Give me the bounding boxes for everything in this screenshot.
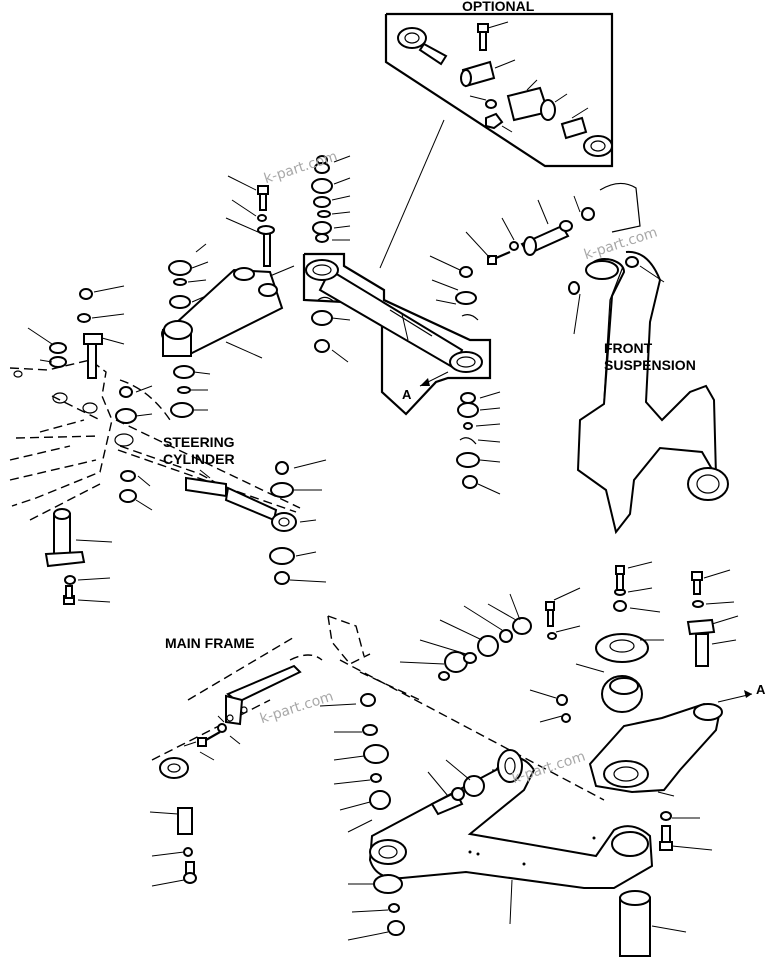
a-arm-pin [427, 759, 498, 816]
knuckle-assembly [529, 561, 753, 851]
left-lower-pin [44, 508, 113, 605]
reference-mark-a-right: A [756, 682, 765, 697]
a-arm-upper-stack [399, 593, 532, 681]
left-cylinder-stack [115, 385, 153, 424]
upper-link-arm [161, 243, 295, 359]
front-suspension-casting [568, 182, 729, 535]
arm-bolt [225, 175, 275, 267]
reference-mark-a-center: A [402, 387, 412, 402]
front-suspension-label: FRONT SUSPENSION [604, 340, 696, 373]
optional-label: OPTIONAL [462, 0, 535, 14]
a-arm-left-stack [319, 693, 405, 941]
center-lower-stack [311, 296, 351, 363]
main-frame-dashed [9, 359, 301, 521]
upper-right-small-stack [429, 255, 479, 321]
steering-cylinder [119, 445, 317, 532]
lower-a-arm [368, 749, 654, 925]
upper-washer-stack [168, 260, 211, 418]
right-link-stack [456, 391, 501, 495]
center-upper-stack [311, 155, 351, 243]
main-frame-bracket [149, 615, 605, 887]
optional-inset [384, 12, 614, 168]
upper-right-pin [465, 195, 595, 265]
kingpin [619, 890, 687, 957]
steering-cylinder-label: STEERING CYLINDER [163, 434, 235, 467]
right-top-bolt [686, 569, 739, 667]
cylinder-right-stack [269, 459, 327, 585]
main-frame-label: MAIN FRAME [165, 635, 255, 651]
left-pin-parts [27, 285, 125, 379]
center-tie-link [302, 252, 492, 416]
